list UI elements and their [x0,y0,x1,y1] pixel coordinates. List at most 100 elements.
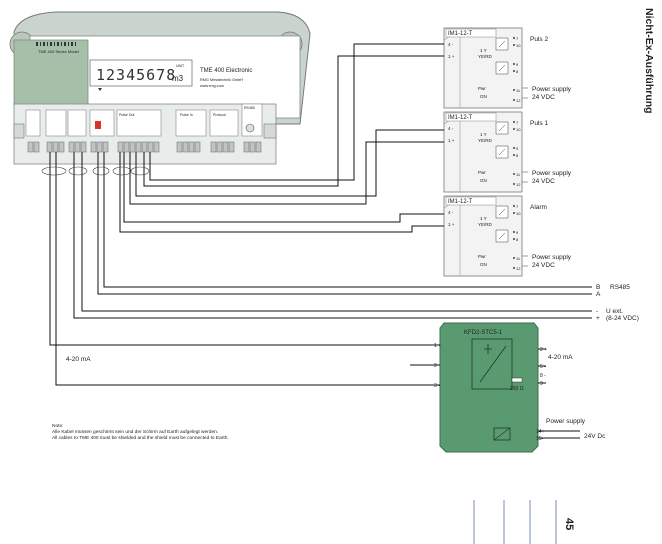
module-pin: 8 [516,69,519,74]
module-pin: 1 + [448,54,455,59]
section-label: Pulse Out [119,113,134,117]
module-sub: YE/RD [478,222,493,227]
kfd-power-supply-label: Power supply [546,418,586,425]
module-pin-dot [513,267,515,269]
module-pin: 11 [516,88,521,93]
kfd-in-pin: 3 - [434,383,440,389]
module-pin-dot [513,63,515,65]
module-pin: 7 [516,120,519,125]
terminal-group-current-out [67,109,87,137]
isolator-modules: IM1-12-T4 -1 +1 YYE/RDPwrGN710981112Puls… [443,27,572,277]
relay-contact-icon [498,208,506,240]
signal-b: B [596,284,600,291]
section-label: Protocol [213,113,226,117]
kfd-out-pin: 9 [540,381,543,387]
module-supply-lead [522,171,528,183]
kfd-out-pin: 2 + [540,347,547,353]
kfd-title: KFD2-STC5-1 [464,330,503,336]
module-pin-dot [513,231,515,233]
resistor-label: 250 Ω [510,386,524,392]
module-gn: GN [480,262,487,267]
wire-uext-plus [73,152,592,319]
kfd-out-label: 4-20 mA [548,354,573,361]
module-sub: YE/RD [478,54,493,59]
module-pin-dot [513,44,515,46]
module-pin: 1 + [448,138,455,143]
kfd-supply-box [493,427,511,441]
module-pin: 4 - [448,210,454,215]
kfd-ps-pin: 15- [536,436,544,442]
signal-a: A [596,291,601,298]
module-name: Puls 2 [530,36,548,43]
relay-contact-icon [498,124,506,156]
relay-contact-icon [498,40,506,72]
module-pin: 10 [516,211,521,216]
page-number: 45 [563,518,575,530]
display-unit: m3 [172,74,184,83]
module-pin: 4 - [448,126,454,131]
module-pin: 10 [516,127,521,132]
terminal-group-pulse-out [116,109,162,137]
note-line1: Alle Kabel müssen geschirmt sein und der… [52,429,218,435]
module-pin: 12 [516,182,521,187]
module-pwr: Pwr [478,254,486,259]
kfd-supply-symbol [493,427,511,441]
kfd-ps-pin: 14+ [536,429,545,435]
terminal-group-current-in [45,109,67,137]
kfd-out-pin: 5 - [540,364,546,370]
dip-switch [95,121,101,129]
module-title-box [445,196,497,206]
screw-terminals [27,141,262,153]
module-pin-dot [513,238,515,240]
wire-alarm-plus [119,152,444,233]
note-line2: All cables to TME 400 must be shielded a… [52,435,229,441]
module-pin: 7 [516,36,519,41]
module-pin-dot [513,212,515,214]
module-gn: GN [480,94,487,99]
module-pin-dot [513,147,515,149]
note-heading: Note: [52,423,63,429]
module-pin-dot [513,37,515,39]
module-pin: 10 [516,43,521,48]
section-label: RS485 [244,106,255,110]
cable-shield-icon [41,166,67,176]
module-supply-voltage: 24 VDC [532,178,555,185]
display-value: 12345678 [96,66,176,84]
module-pin-dot [513,121,515,123]
signal-minus: - [596,308,598,315]
module-title-box [445,28,497,38]
module-pin: 11 [516,172,521,177]
module-pin: 8 [516,237,519,242]
kfd-isolation-box [471,338,513,390]
module-gn: GN [480,178,487,183]
device-url: www.rmg.com [200,84,224,88]
wires [41,43,592,439]
module-pin-dot [513,205,515,207]
module-channel: 1 Y [480,132,487,137]
module-pin: 11 [516,256,521,261]
terminal-group-power [25,109,41,137]
cable-shield-icon [68,166,88,176]
cable-shield-icon [112,166,132,176]
terminal-group-protocol [209,109,239,137]
module-supply-voltage: 24 VDC [532,262,555,269]
module-body [443,195,523,277]
terminal-group-switch [89,109,115,137]
wire-puls1-plus [129,141,444,205]
module-pin: 12 [516,266,521,271]
kfd-in-pin: 2 [434,363,437,369]
wire-current-minus [55,152,440,386]
lcd-display [89,59,193,87]
module-name: Alarm [530,204,547,211]
kfd-out-pin: 8 - [540,373,546,379]
module-body [443,111,523,193]
module-pin: 4 - [448,42,454,47]
im1-module: IM1-12-T4 -1 +1 YYE/RDPwrGN710981112Puls… [443,111,572,193]
device-name: TME 400 Electronic [200,68,252,74]
barcode [36,42,76,46]
module-supply-lead [522,255,528,267]
module-supply-lead [522,87,528,99]
module-pin-dot [513,154,515,156]
module-supply-voltage: 24 VDC [532,94,555,101]
module-pin: 9 [516,230,519,235]
